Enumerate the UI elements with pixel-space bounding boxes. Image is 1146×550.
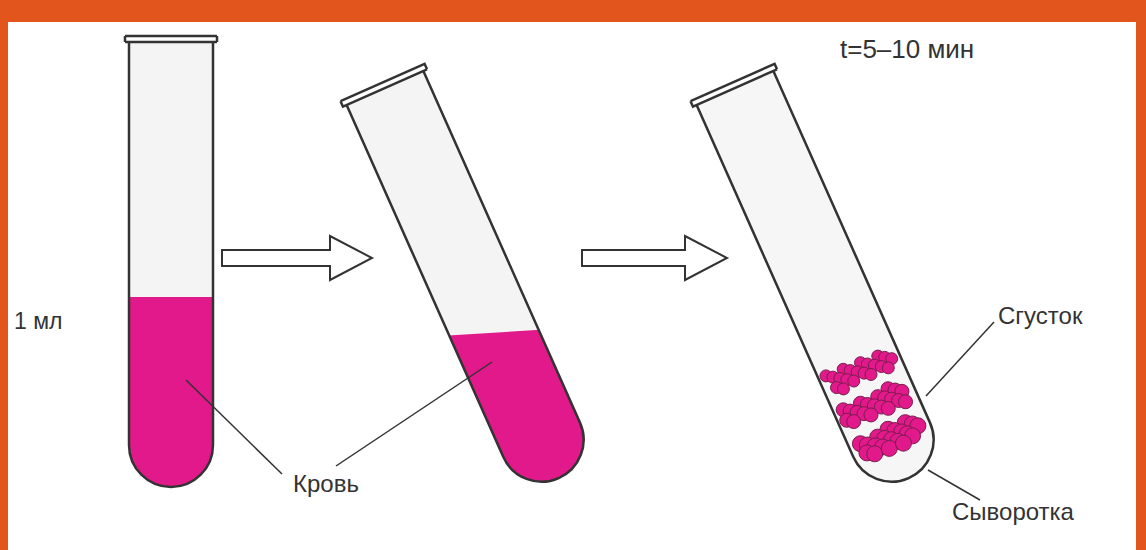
clot-cell xyxy=(864,408,878,422)
leader-line xyxy=(928,470,980,500)
clot-cell xyxy=(837,383,849,395)
clot-cell xyxy=(867,446,883,462)
clot-cell xyxy=(881,440,897,456)
hollow-arrow xyxy=(222,236,372,280)
clot-cell xyxy=(848,375,860,387)
clot-cell xyxy=(881,401,895,415)
clot-cell xyxy=(882,362,894,374)
label: Кровь xyxy=(293,472,359,496)
leader-line xyxy=(336,362,492,466)
leader-line xyxy=(926,322,994,396)
test-tube xyxy=(341,64,600,500)
hollow-arrow xyxy=(582,236,727,280)
test-tube xyxy=(120,36,230,497)
clot-cell xyxy=(847,415,861,429)
test-tube xyxy=(691,64,948,495)
label: t=5–10 мин xyxy=(840,36,974,62)
clot-cell xyxy=(899,395,913,409)
clot-cell xyxy=(865,368,877,380)
clot xyxy=(820,350,926,462)
label: Сгусток xyxy=(998,304,1082,328)
white-panel xyxy=(8,22,1136,550)
clot-cell xyxy=(895,435,911,451)
label: Сыворотка xyxy=(952,500,1074,524)
leader-line xyxy=(186,380,282,474)
label: 1 мл xyxy=(14,310,62,333)
